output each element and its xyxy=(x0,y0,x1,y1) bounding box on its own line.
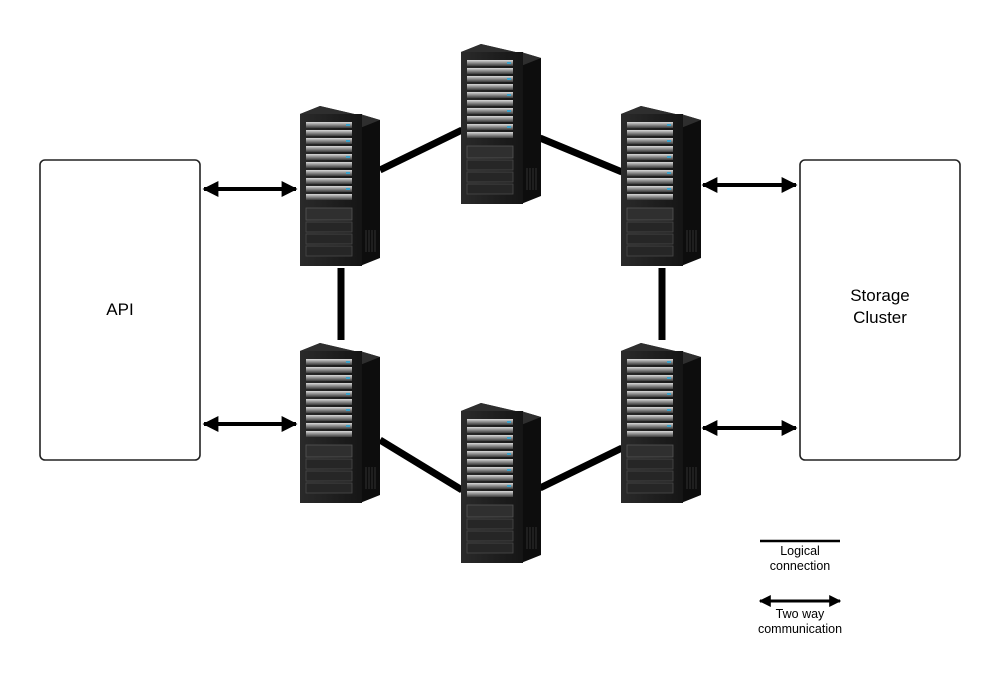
link-top-center-to-top-right xyxy=(538,134,624,176)
legend-logical-label-line2: connection xyxy=(770,559,831,573)
logical-connections xyxy=(337,126,666,493)
link-bottom-left-to-bottom-center xyxy=(378,437,464,493)
legend-two-way-label-line2: communication xyxy=(758,622,842,636)
storage-label-line1: Storage xyxy=(850,286,910,305)
link-bottom-center-to-bottom-right xyxy=(538,444,624,492)
server-bottom-left xyxy=(299,342,381,504)
legend-logical-label-line1: Logical xyxy=(780,544,820,558)
link-top-left-to-top-center xyxy=(378,126,464,174)
server-top-left xyxy=(299,105,381,267)
api-label: API xyxy=(106,300,133,319)
server-bottom-center xyxy=(460,402,542,564)
server-bottom-right xyxy=(620,342,702,504)
api-box: API xyxy=(39,159,201,461)
storage-label-line2: Cluster xyxy=(853,308,907,327)
server-top-right xyxy=(620,105,702,267)
storage-cluster-box: Storage Cluster xyxy=(799,159,961,461)
two-way-connections xyxy=(202,177,798,436)
legend-two-way-label-line1: Two way xyxy=(776,607,825,621)
server-top-center xyxy=(460,43,542,205)
legend: Logical connection Two way communication xyxy=(758,539,842,636)
